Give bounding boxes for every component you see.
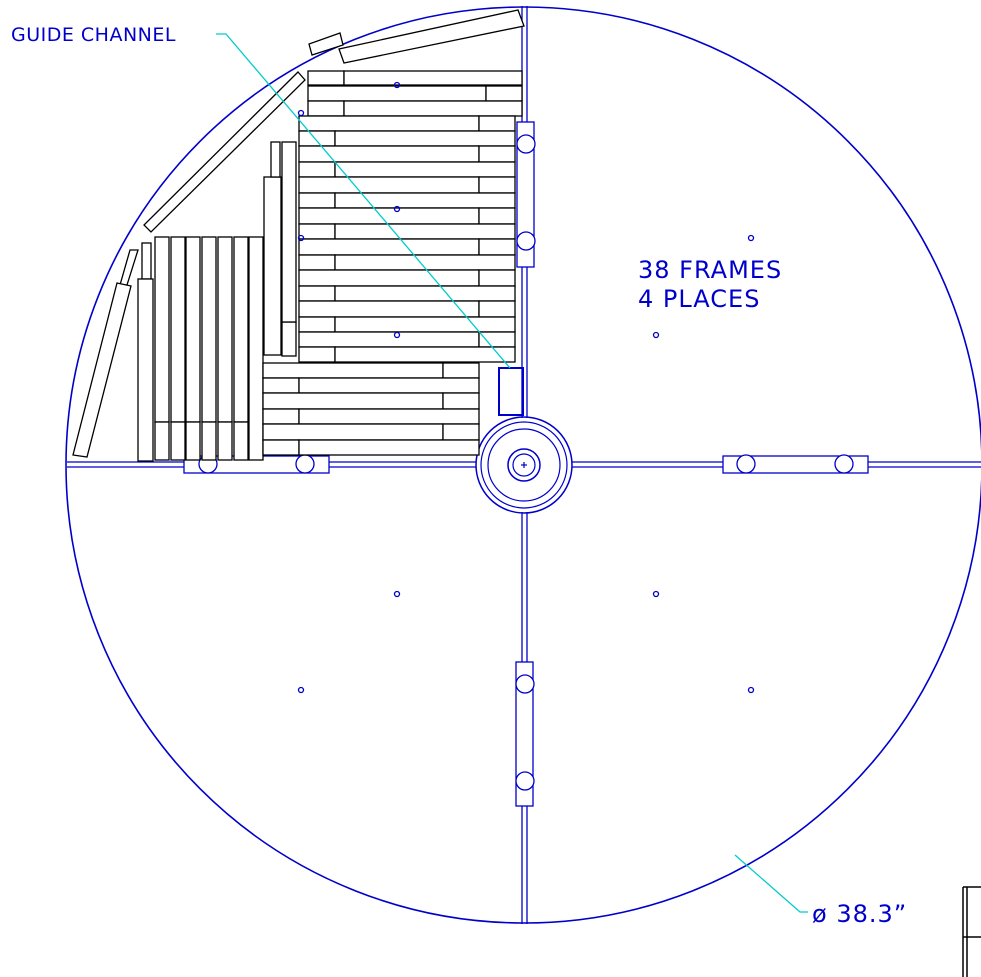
frame-stack: [72, 9, 525, 462]
turntable-outline: [65, 6, 981, 924]
frames-count-label: 38 FRAMES: [638, 256, 782, 284]
guide-channel-bracket: [498, 367, 524, 416]
locating-holes: [297, 81, 755, 694]
center-hub: [475, 416, 573, 514]
divider-rollers: [183, 121, 869, 807]
guide-channel-label: GUIDE CHANNEL: [11, 24, 176, 46]
diameter-label: ø 38.3”: [812, 900, 907, 928]
frames-places-label: 4 PLACES: [638, 285, 760, 313]
leader-lines: [216, 33, 808, 913]
title-block-corner: [962, 886, 981, 977]
